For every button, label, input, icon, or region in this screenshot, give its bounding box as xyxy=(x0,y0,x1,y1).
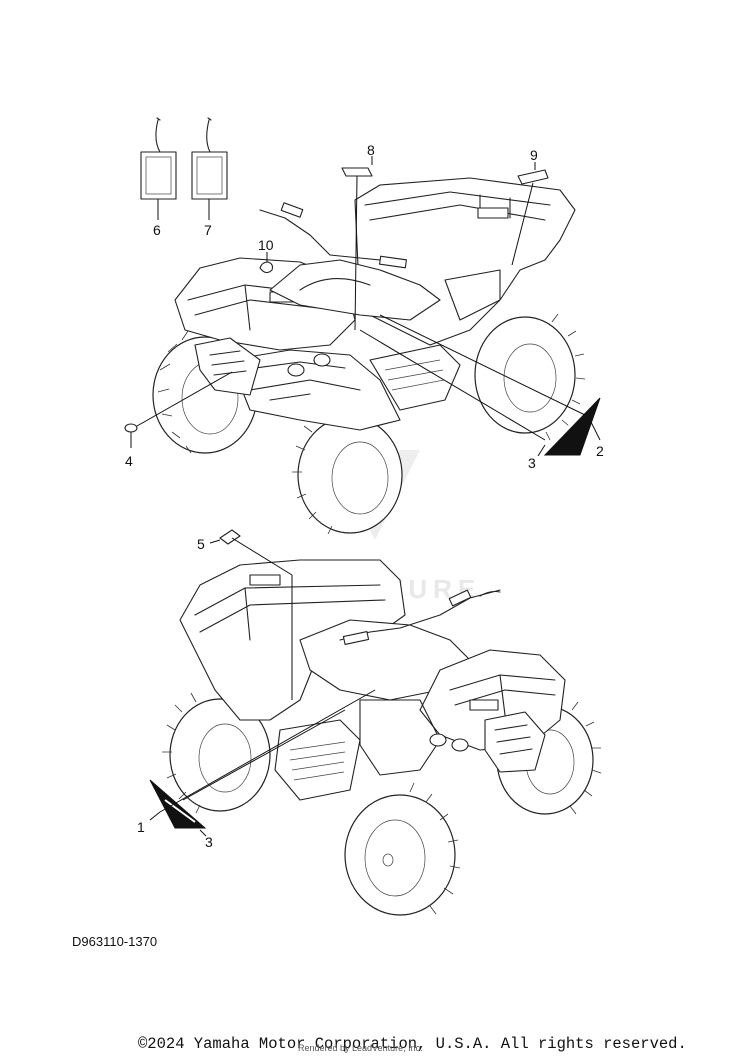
decal-9 xyxy=(517,169,549,185)
callout-5: 5 xyxy=(197,536,205,552)
callout-3-bottom: 3 xyxy=(205,834,213,850)
hang-tag-7 xyxy=(191,117,228,200)
rendered-by-credit: Rendered by LeadVenture, Inc. xyxy=(298,1043,423,1053)
decal-8 xyxy=(341,167,373,177)
callout-2: 2 xyxy=(596,443,604,459)
atv-rear-view xyxy=(162,559,602,916)
rear-wheel-bottom xyxy=(162,692,271,814)
front-left-wheel-bottom xyxy=(344,782,461,916)
side-decal-1 xyxy=(149,779,207,829)
copyright-notice: ©2024 Yamaha Motor Corporation, U.S.A. A… xyxy=(138,1035,687,1053)
leader-lines-bottom xyxy=(149,537,376,837)
leader-lines-top xyxy=(130,156,601,457)
side-decal-2-stripe xyxy=(549,414,581,446)
decal-10 xyxy=(259,261,274,274)
callout-9: 9 xyxy=(530,147,538,163)
callout-4: 4 xyxy=(125,453,133,469)
callout-1: 1 xyxy=(137,819,145,835)
callout-3-top: 3 xyxy=(528,455,536,471)
atv-front-view xyxy=(152,177,586,535)
rear-right-wheel xyxy=(474,313,586,441)
front-wheel xyxy=(292,411,403,535)
callout-8: 8 xyxy=(367,142,375,158)
callout-6: 6 xyxy=(153,222,161,238)
side-decal-1-stripe xyxy=(164,799,196,823)
callout-7: 7 xyxy=(204,222,212,238)
callout-10: 10 xyxy=(258,237,274,253)
decal-5 xyxy=(219,529,241,545)
decal-4 xyxy=(124,423,138,433)
side-decal-2 xyxy=(543,397,601,456)
callout-labels: 1 2 3 3 4 5 6 7 8 9 10 xyxy=(125,142,604,850)
drawing-code: D963110-1370 xyxy=(72,934,158,949)
hang-tag-6 xyxy=(140,117,177,200)
